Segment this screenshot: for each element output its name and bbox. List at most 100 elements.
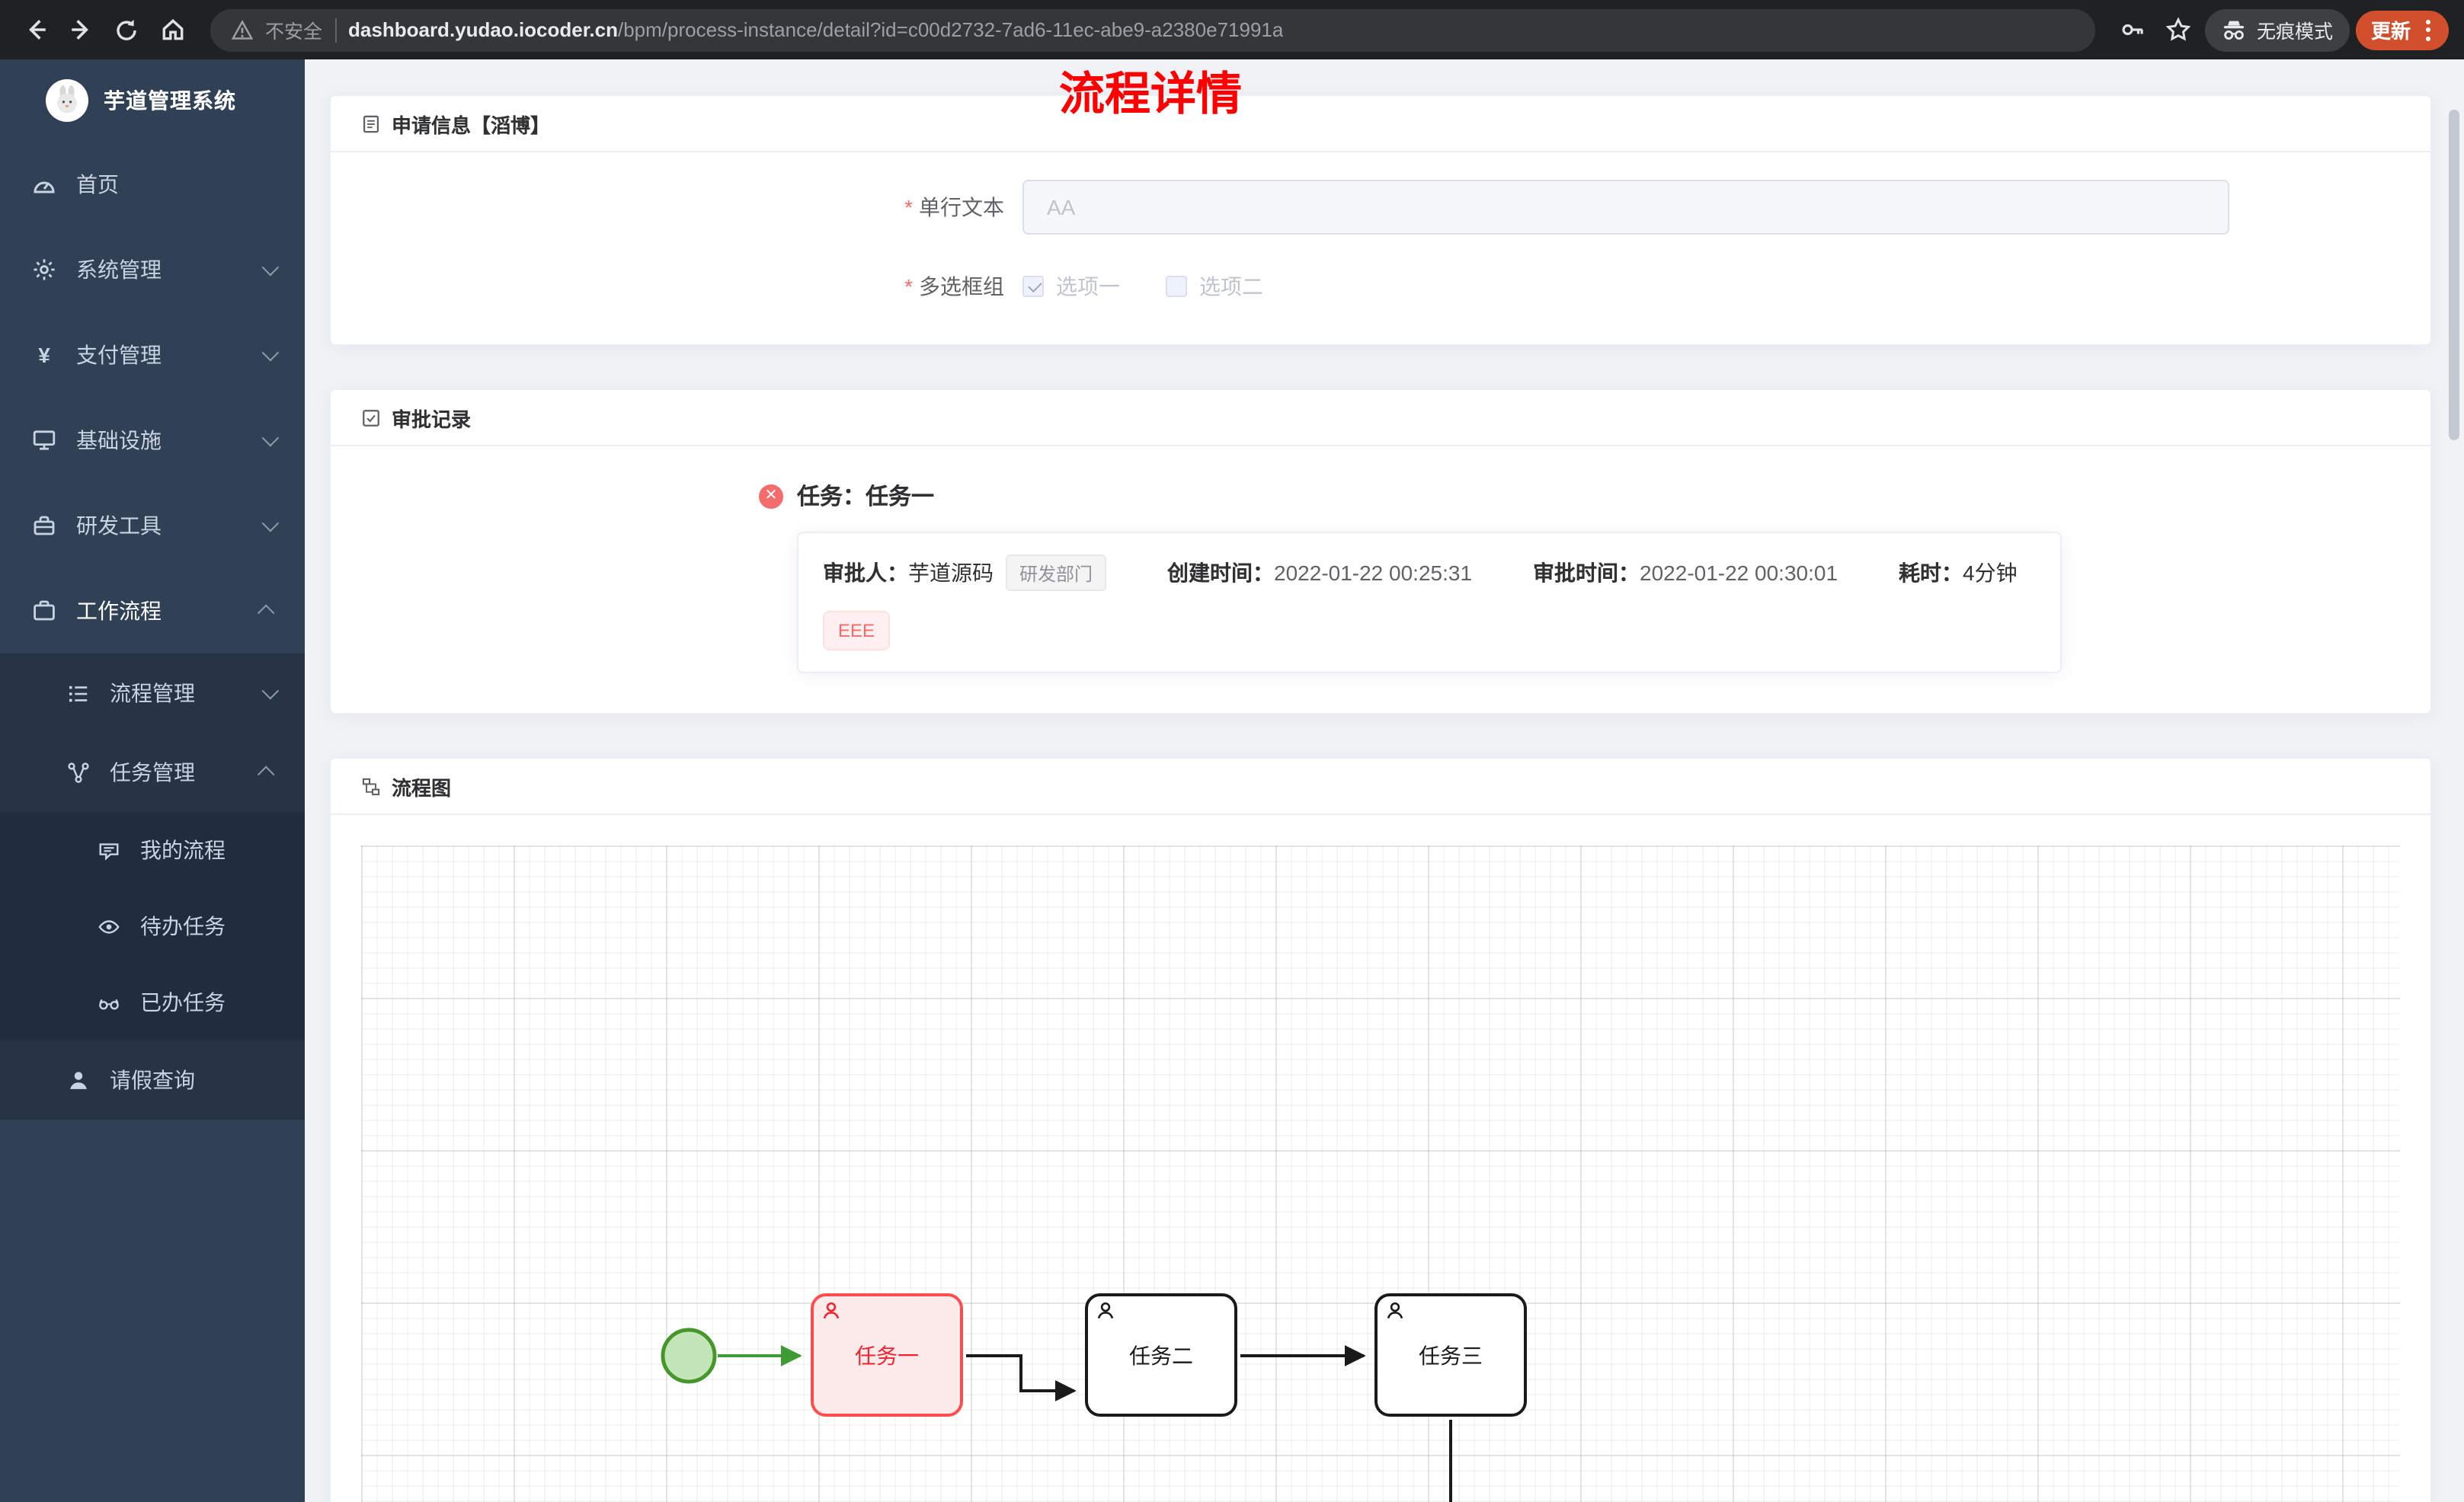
sidebar-item-home[interactable]: 首页 <box>0 142 305 227</box>
user-task-icon <box>821 1301 841 1325</box>
chevron-down-icon <box>261 258 280 276</box>
back-button[interactable] <box>15 10 55 50</box>
password-key-button[interactable] <box>2114 10 2153 50</box>
task-title: 任务：任务一 <box>797 484 935 510</box>
infrastructure-icon <box>30 428 58 452</box>
process-diagram-header: 流程图 <box>331 759 2430 815</box>
approval-records-card: 审批记录 ✕ 任务：任务一 审批人： 芋道源码 研发部门 创建时间： <box>329 388 2432 714</box>
home-icon <box>162 19 183 40</box>
process-icon <box>64 682 91 705</box>
app-logo-icon <box>46 79 88 122</box>
chevron-down-icon <box>261 429 280 447</box>
approval-records-header: 审批记录 <box>331 390 2430 446</box>
forward-button[interactable] <box>61 10 101 50</box>
chevron-up-icon <box>257 765 275 784</box>
page-title: 流程详情 <box>1059 70 1242 120</box>
sidebar-item-task-management[interactable]: 任务管理 <box>0 733 305 812</box>
sidebar-item-label: 任务管理 <box>110 760 195 785</box>
not-secure-label: 不安全 <box>265 21 323 43</box>
incognito-label: 无痕模式 <box>2256 21 2333 43</box>
sidebar-item-label: 系统管理 <box>76 257 162 282</box>
yen-icon: ¥ <box>38 343 50 367</box>
sidebar-item-system[interactable]: 系统管理 <box>0 227 305 312</box>
incognito-badge: 无痕模式 <box>2204 8 2350 51</box>
home-button[interactable] <box>152 10 192 50</box>
user-task-icon <box>1385 1301 1405 1325</box>
sidebar-item-label: 首页 <box>76 172 119 197</box>
sidebar-item-leave-query[interactable]: 请假查询 <box>0 1040 305 1120</box>
sidebar-item-dev-tools[interactable]: 研发工具 <box>0 483 305 568</box>
app-title: 芋道管理系统 <box>104 88 236 113</box>
task-label: 任务二 <box>1129 1343 1193 1367</box>
bpmn-connectors <box>661 1328 1452 1502</box>
field-label: *多选框组 <box>904 274 1004 299</box>
checkbox-group: 选项一 选项二 <box>1022 271 1263 302</box>
refresh-icon <box>117 19 136 40</box>
sidebar-item-label: 流程管理 <box>110 681 195 705</box>
chevron-down-icon <box>261 344 280 362</box>
task-icon <box>64 761 91 784</box>
form-icon <box>363 114 379 133</box>
sidebar-item-infrastructure[interactable]: 基础设施 <box>0 398 305 483</box>
bpmn-canvas[interactable]: 任务一 任务二 任务三 <box>361 845 2400 1502</box>
bookmark-star-button[interactable] <box>2159 10 2199 50</box>
approval-detail-line: 审批人： 芋道源码 研发部门 创建时间： 2022-01-22 00:25:31… <box>823 554 2036 591</box>
sidebar-item-process-management[interactable]: 流程管理 <box>0 654 305 733</box>
sidebar-item-label: 支付管理 <box>76 343 162 367</box>
sidebar-item-label: 我的流程 <box>140 838 226 862</box>
update-button[interactable]: 更新 <box>2355 10 2449 50</box>
glasses-icon <box>94 991 122 1014</box>
address-bar[interactable]: 不安全 dashboard.yudao.iocoder.cn/bpm/proce… <box>210 8 2095 51</box>
sidebar-item-my-processes[interactable]: 我的流程 <box>0 812 305 888</box>
my-process-icon <box>94 839 122 861</box>
task-label: 任务三 <box>1419 1343 1483 1367</box>
checkbox-checked-icon <box>1022 276 1044 297</box>
sidebar-item-label: 工作流程 <box>76 599 162 623</box>
refresh-button[interactable] <box>107 10 146 50</box>
sidebar-item-label: 基础设施 <box>76 428 162 452</box>
single-line-text-input[interactable] <box>1022 180 2229 235</box>
sidebar-item-done-tasks[interactable]: 已办任务 <box>0 964 305 1040</box>
create-time-label: 创建时间： <box>1167 561 1275 585</box>
approver-name: 芋道源码 <box>908 561 994 585</box>
start-event <box>661 1328 717 1384</box>
sidebar-item-label: 待办任务 <box>140 914 226 938</box>
approval-detail-box: 审批人： 芋道源码 研发部门 创建时间： 2022-01-22 00:25:31… <box>797 532 2062 673</box>
chevron-down-icon <box>261 514 280 532</box>
create-time-value: 2022-01-22 00:25:31 <box>1274 561 1473 585</box>
approve-time-value: 2022-01-22 00:30:01 <box>1640 561 1838 585</box>
sidebar-item-label: 研发工具 <box>76 513 162 538</box>
url-domain: dashboard.yudao.iocoder.cn <box>348 18 618 41</box>
application-info-card: 申请信息【滔博】 *单行文本 *多选框组 选项一 <box>329 94 2432 346</box>
workflow-icon <box>30 599 58 623</box>
gear-icon <box>30 257 58 282</box>
forward-icon <box>71 20 88 40</box>
chevron-up-icon <box>257 604 275 622</box>
browser-chrome: 不安全 dashboard.yudao.iocoder.cn/bpm/proce… <box>0 0 2464 59</box>
approve-time-label: 审批时间： <box>1533 561 1640 585</box>
checkbox-option-1[interactable]: 选项一 <box>1022 271 1120 302</box>
checkbox-option-2[interactable]: 选项二 <box>1166 271 1263 302</box>
tools-icon <box>30 513 58 538</box>
key-icon <box>2123 24 2144 36</box>
bpmn-task-1[interactable]: 任务一 <box>811 1293 963 1417</box>
back-icon <box>28 20 45 40</box>
form-row-text: *单行文本 <box>331 180 2430 235</box>
vertical-scrollbar[interactable] <box>2449 110 2459 440</box>
sidebar-item-label: 已办任务 <box>140 990 226 1015</box>
process-diagram-title: 流程图 <box>392 776 452 799</box>
eye-icon <box>94 915 122 938</box>
bpmn-task-2[interactable]: 任务二 <box>1085 1293 1237 1417</box>
record-icon <box>363 409 379 426</box>
task-head: ✕ 任务：任务一 <box>759 480 2430 512</box>
browser-menu-icon[interactable] <box>2423 19 2434 40</box>
app-logo-row[interactable]: 芋道管理系统 <box>0 59 305 142</box>
sidebar-item-payment[interactable]: ¥ 支付管理 <box>0 312 305 398</box>
sidebar-item-workflow[interactable]: 工作流程 <box>0 568 305 654</box>
flow-task1-to-task2 <box>966 1354 1077 1401</box>
sidebar-item-todo-tasks[interactable]: 待办任务 <box>0 888 305 964</box>
dashboard-icon <box>30 172 58 197</box>
duration-label: 耗时： <box>1899 561 1963 585</box>
bpmn-task-3[interactable]: 任务三 <box>1374 1293 1527 1417</box>
approval-records-body: ✕ 任务：任务一 审批人： 芋道源码 研发部门 创建时间： 2022-01-22… <box>331 446 2430 713</box>
